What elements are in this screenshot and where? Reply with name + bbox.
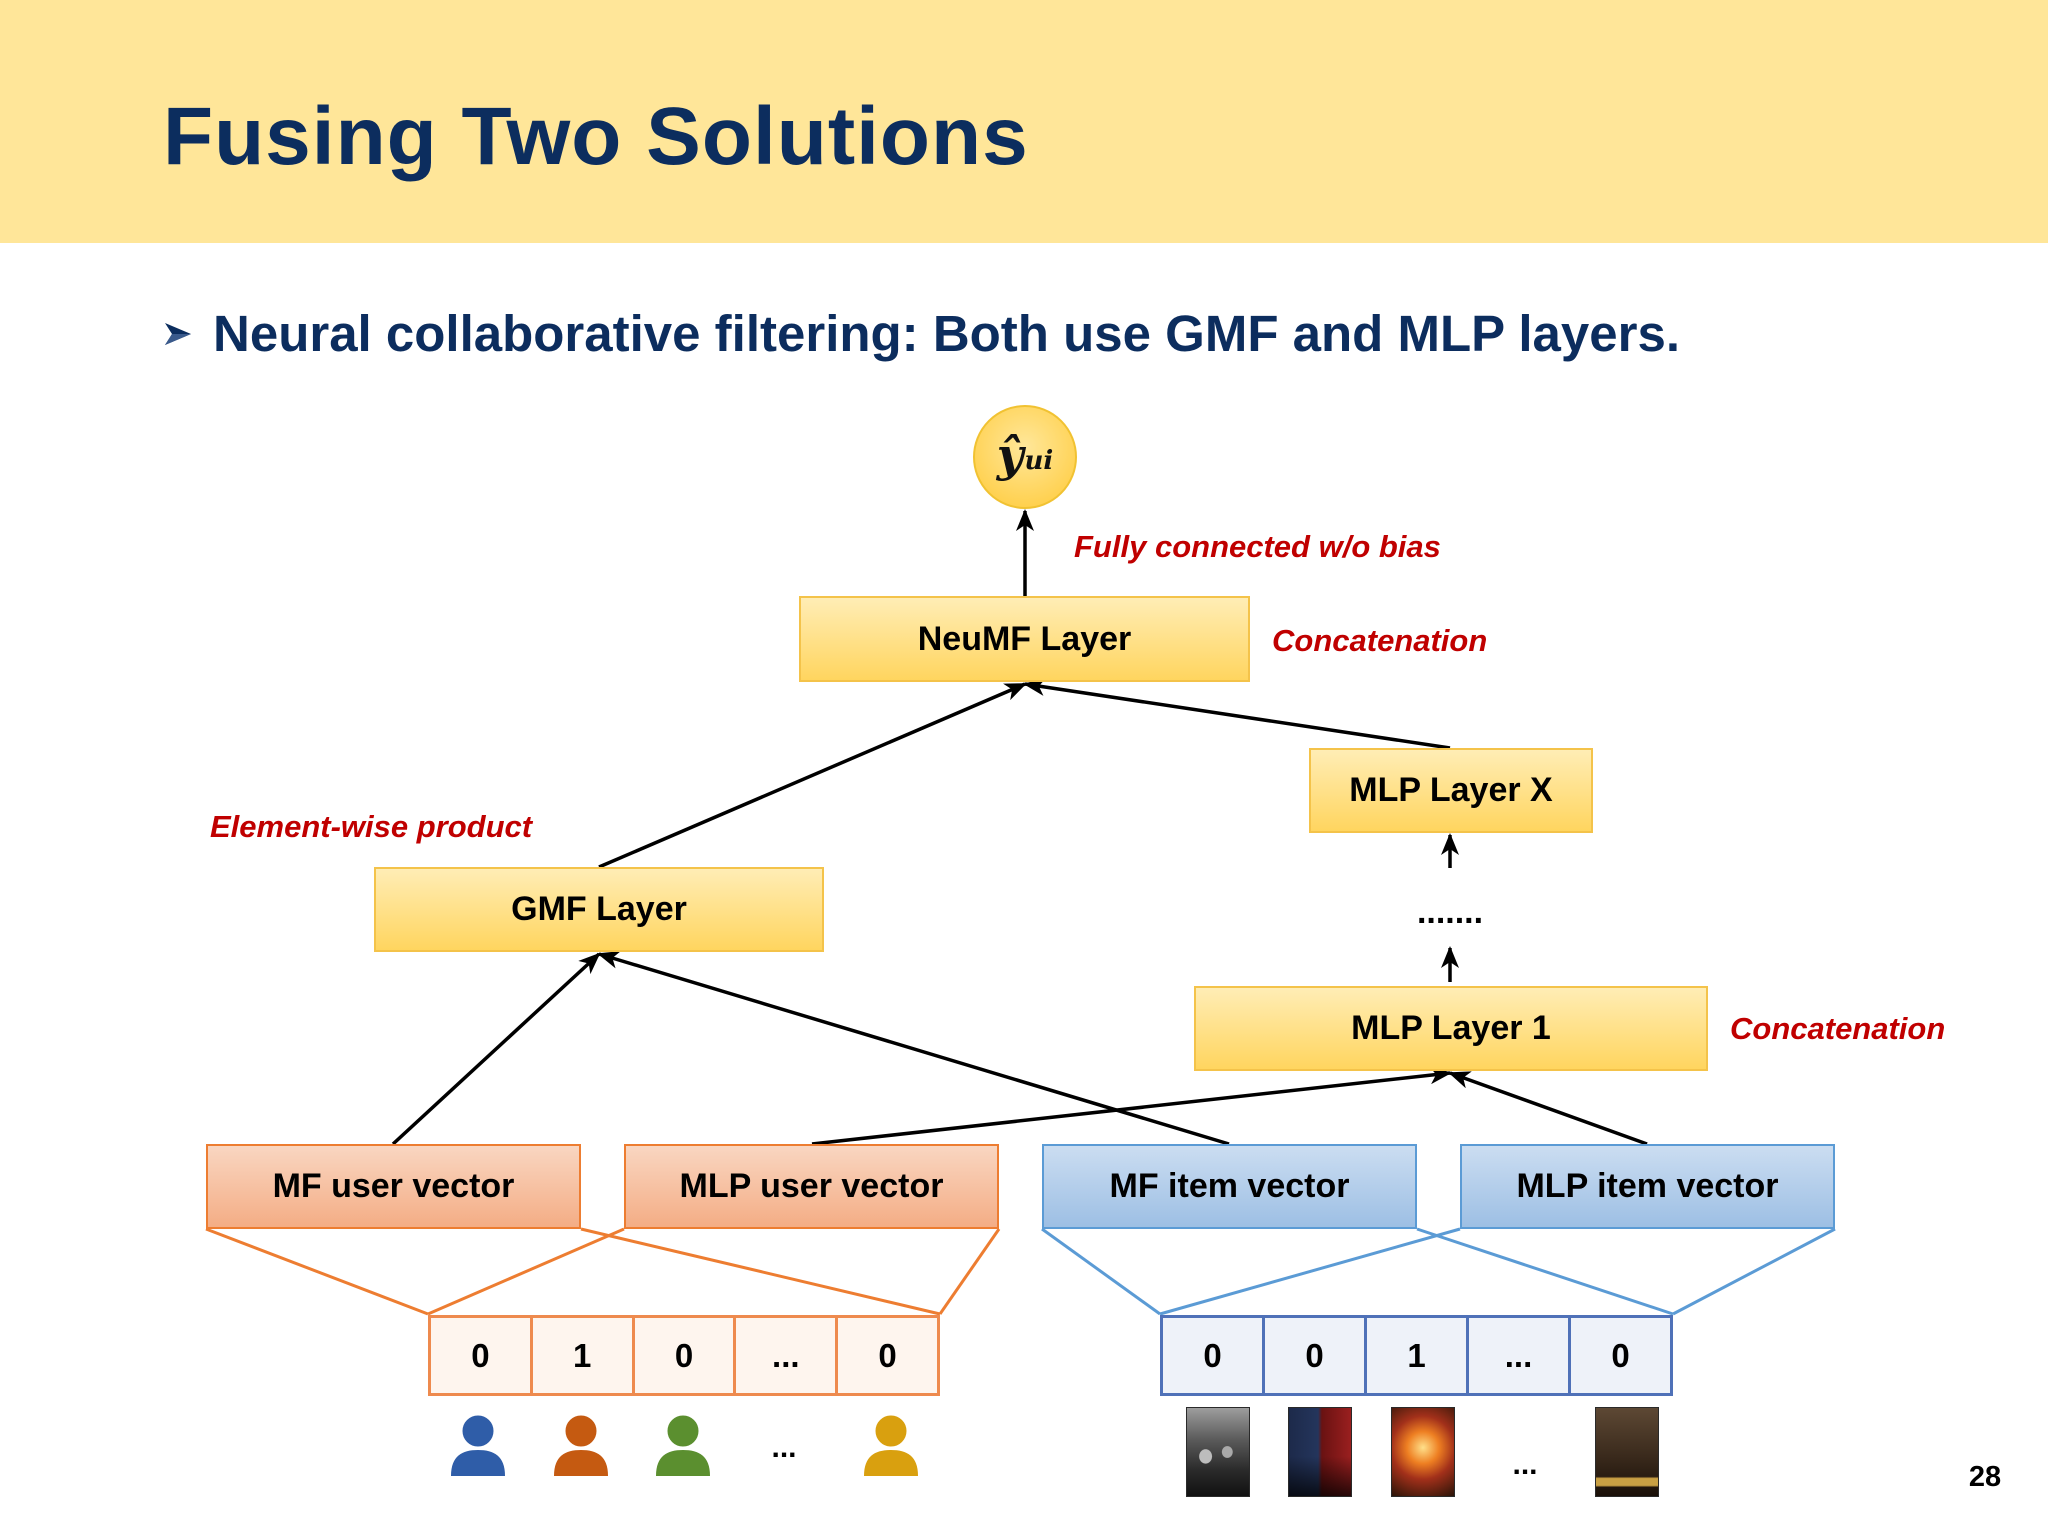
arrow-mlpuser-to-mlp1	[811, 1066, 1452, 1146]
mlp-item-vector: MLP item vector	[1460, 1144, 1835, 1229]
user-icon	[554, 1412, 608, 1476]
onehot-cell: 0	[1262, 1318, 1364, 1393]
onehot-cell: 1	[529, 1318, 632, 1393]
projection-line-item	[1041, 1227, 1161, 1316]
onehot-cell: 0	[631, 1318, 734, 1393]
users-ellipsis: ...	[771, 1431, 797, 1464]
items-ellipsis: ...	[1512, 1448, 1538, 1481]
annotation-neumf-concatenation: Concatenation	[1272, 623, 1488, 658]
output-subscript: ui	[1024, 446, 1054, 476]
onehot-cell: 0	[835, 1318, 937, 1393]
projection-line-item	[1159, 1227, 1461, 1316]
movie-poster-icon	[1595, 1407, 1659, 1497]
arrow-gmf-to-neumf	[598, 682, 1027, 869]
bullet-text: Neural collaborative filtering: Both use…	[213, 305, 1681, 362]
arrow-mlpitem-to-mlp1	[1448, 1071, 1648, 1146]
header-band	[0, 0, 2048, 243]
onehot-cell: 0	[471, 1336, 490, 1374]
arrowhead-bullet-icon	[165, 323, 191, 345]
arrow-mfuser-to-gmf	[391, 952, 601, 1146]
projection-line-item	[1672, 1227, 1836, 1316]
mf-item-vector: MF item vector	[1042, 1144, 1417, 1229]
onehot-cell: ...	[1466, 1318, 1568, 1393]
onehot-cell: 1	[1364, 1318, 1466, 1393]
mlp-layer-x: MLP Layer X	[1309, 748, 1593, 833]
projection-line-item	[1416, 1227, 1674, 1316]
mf-user-vector: MF user vector	[206, 1144, 581, 1229]
movie-poster-icon	[1186, 1407, 1250, 1497]
user-icon	[864, 1412, 918, 1476]
arrow-mlpx-to-neumf	[1023, 678, 1451, 750]
output-symbol: ŷ	[996, 428, 1024, 482]
annotation-fully-connected: Fully connected w/o bias	[1074, 529, 1441, 564]
mlp-layers-ellipsis: .......	[1416, 893, 1484, 931]
output-node	[973, 405, 1077, 509]
user-onehot-vector: 0 1 0 ... 0	[428, 1315, 940, 1396]
movie-poster-icon	[1288, 1407, 1352, 1497]
bullet-point: Neural collaborative filtering: Both use…	[163, 299, 1680, 369]
onehot-cell: 0	[1203, 1336, 1222, 1374]
neumf-layer: NeuMF Layer	[799, 596, 1250, 682]
onehot-cell: ...	[733, 1318, 835, 1393]
annotation-mlp-concatenation: Concatenation	[1730, 1011, 1946, 1046]
onehot-cell: 0	[1568, 1318, 1670, 1393]
annotation-element-wise-product: Element-wise product	[210, 809, 533, 844]
gmf-layer: GMF Layer	[374, 867, 824, 952]
user-icon	[451, 1412, 505, 1476]
arrow-mfitem-to-gmf	[597, 951, 1230, 1146]
movie-poster-icon	[1391, 1407, 1455, 1497]
projection-line-user	[580, 1227, 941, 1316]
mlp-layer-1: MLP Layer 1	[1194, 986, 1708, 1071]
projection-line-user	[938, 1228, 1001, 1315]
slide-title: Fusing Two Solutions	[163, 91, 1029, 182]
user-icon	[656, 1412, 710, 1476]
projection-line-user	[205, 1227, 429, 1316]
page-number: 28	[1968, 1461, 2002, 1493]
mlp-user-vector: MLP user vector	[624, 1144, 999, 1229]
projection-line-user	[427, 1227, 625, 1316]
item-onehot-vector: 0 0 1 ... 0	[1160, 1315, 1673, 1396]
